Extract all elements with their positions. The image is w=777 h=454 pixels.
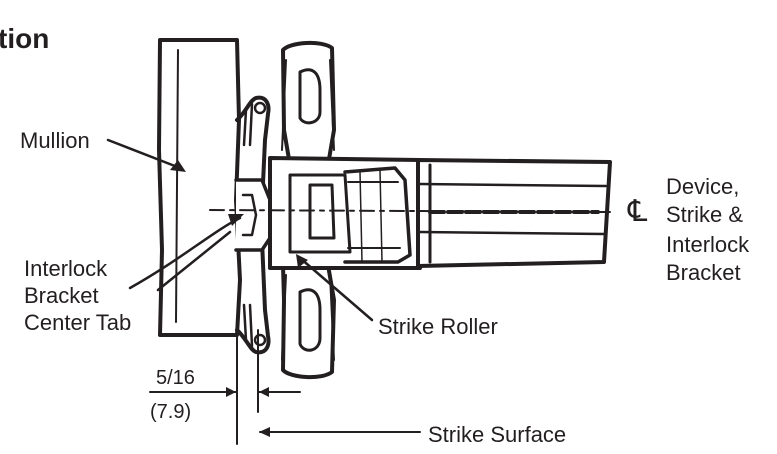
dimension-mm: (7.9): [150, 401, 191, 423]
strike-upper-plate: [281, 41, 336, 167]
tab-arrowhead: [228, 214, 244, 226]
device-label-line1: Device,: [666, 174, 739, 199]
strike-roller-label: Strike Roller: [378, 314, 498, 339]
dim-arrow-left: [226, 387, 236, 397]
exit-device-rail: [416, 158, 612, 268]
interlock-label-line2: Bracket: [24, 283, 99, 308]
strike-lower-plate: [281, 263, 336, 379]
centerline: [209, 209, 611, 213]
strike-surface-label: Strike Surface: [428, 422, 566, 447]
strike-surface-arrowhead: [259, 427, 270, 437]
interlock-label-line3: Center Tab: [24, 310, 131, 335]
dim-arrow-right: [259, 387, 269, 397]
mullion-label: Mullion: [20, 128, 90, 153]
interlock-bracket: [234, 95, 272, 355]
dimension-inches: 5/16: [156, 367, 195, 389]
centerline-symbol: ℄: [627, 195, 647, 228]
mullion-post: [157, 38, 242, 337]
strike-body: [268, 156, 422, 270]
device-label-line3: Interlock: [666, 232, 750, 257]
mullion-arrowhead: [170, 160, 186, 172]
roller-arrowhead: [296, 254, 308, 268]
section-title: tion: [0, 23, 49, 54]
device-label-line4: Bracket: [666, 260, 741, 285]
interlock-label-line1: Interlock: [24, 256, 108, 281]
device-label-line2: Strike &: [666, 202, 743, 227]
